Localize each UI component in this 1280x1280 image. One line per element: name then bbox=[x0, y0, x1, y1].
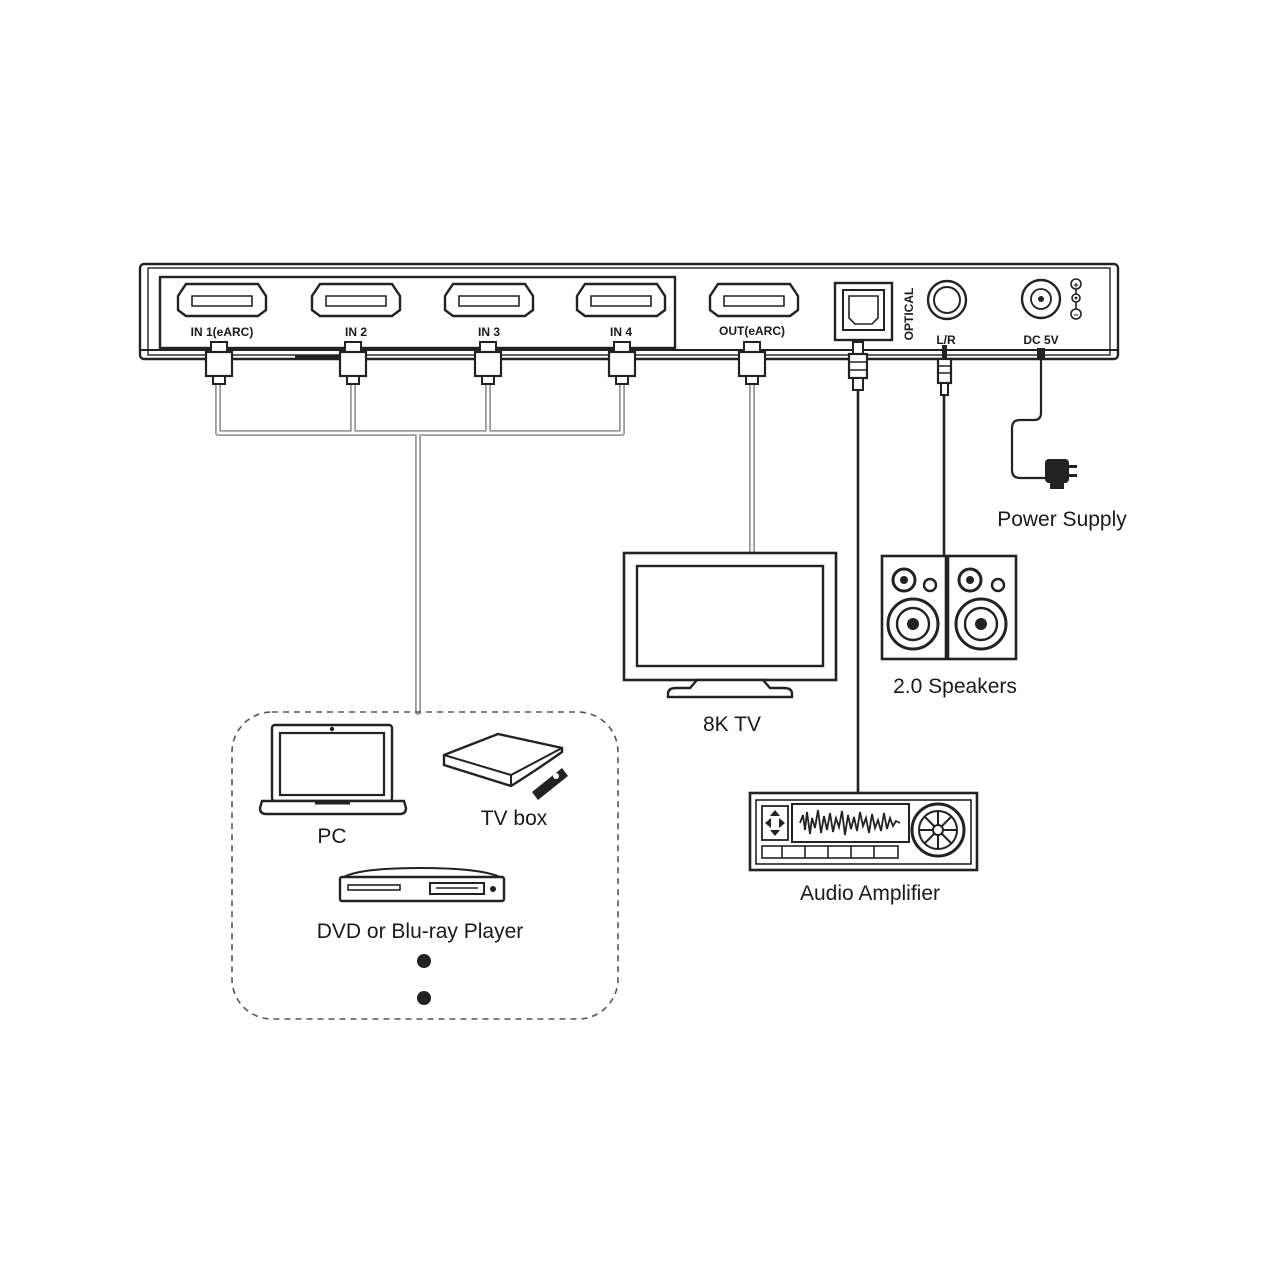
label-tv: 8K TV bbox=[703, 713, 761, 736]
input-cable-bundle bbox=[215, 372, 625, 715]
port-label-in3: IN 3 bbox=[478, 325, 500, 339]
label-dvd: DVD or Blu-ray Player bbox=[317, 920, 524, 943]
port-label-in2: IN 2 bbox=[345, 325, 367, 339]
port-label-lr: L/R bbox=[936, 333, 956, 347]
dvd-player-icon bbox=[338, 866, 506, 903]
audio-amplifier-icon bbox=[748, 791, 979, 872]
speakers-icon bbox=[880, 554, 1018, 661]
laptop-icon bbox=[258, 723, 408, 816]
optical-plug bbox=[847, 341, 869, 391]
more-dot-1 bbox=[417, 954, 431, 968]
hdmi-plug-in3 bbox=[473, 341, 503, 385]
more-dot-2 bbox=[417, 991, 431, 1005]
polarity-symbol: + − bbox=[1070, 278, 1082, 320]
label-tv-box: TV box bbox=[481, 807, 548, 830]
hdmi-port-in3 bbox=[443, 282, 535, 318]
power-cable bbox=[1010, 360, 1046, 480]
hdmi-port-in2 bbox=[310, 282, 402, 318]
label-power-supply: Power Supply bbox=[997, 508, 1127, 531]
remote-icon bbox=[532, 768, 568, 800]
port-label-in4: IN 4 bbox=[610, 325, 632, 339]
dc-power-port bbox=[1020, 278, 1062, 320]
hdmi-plug-in4 bbox=[607, 341, 637, 385]
tv-icon bbox=[622, 551, 838, 699]
hdmi-port-in4 bbox=[575, 282, 667, 318]
label-speakers: 2.0 Speakers bbox=[893, 675, 1017, 698]
hdmi-plug-in2 bbox=[338, 341, 368, 385]
label-pc: PC bbox=[317, 825, 346, 848]
audio-plug bbox=[936, 345, 953, 396]
port-label-dc: DC 5V bbox=[1023, 333, 1058, 347]
hdmi-plug-out bbox=[737, 341, 767, 385]
power-adapter-icon bbox=[1045, 459, 1077, 489]
polarity-plus: + bbox=[1073, 280, 1078, 290]
hdmi-port-in1 bbox=[176, 282, 268, 318]
port-label-optical: OPTICAL bbox=[902, 288, 916, 341]
label-amplifier: Audio Amplifier bbox=[800, 882, 940, 905]
dc-plug bbox=[1037, 348, 1045, 360]
port-label-out: OUT(eARC) bbox=[719, 324, 785, 338]
hdmi-plug-in1 bbox=[204, 341, 234, 385]
tv-box-icon bbox=[442, 732, 564, 788]
port-label-in1: IN 1(eARC) bbox=[191, 325, 254, 339]
hdmi-port-out bbox=[708, 282, 800, 318]
optical-port bbox=[833, 281, 894, 342]
polarity-minus: − bbox=[1073, 310, 1078, 320]
audio-jack-port bbox=[926, 279, 968, 321]
